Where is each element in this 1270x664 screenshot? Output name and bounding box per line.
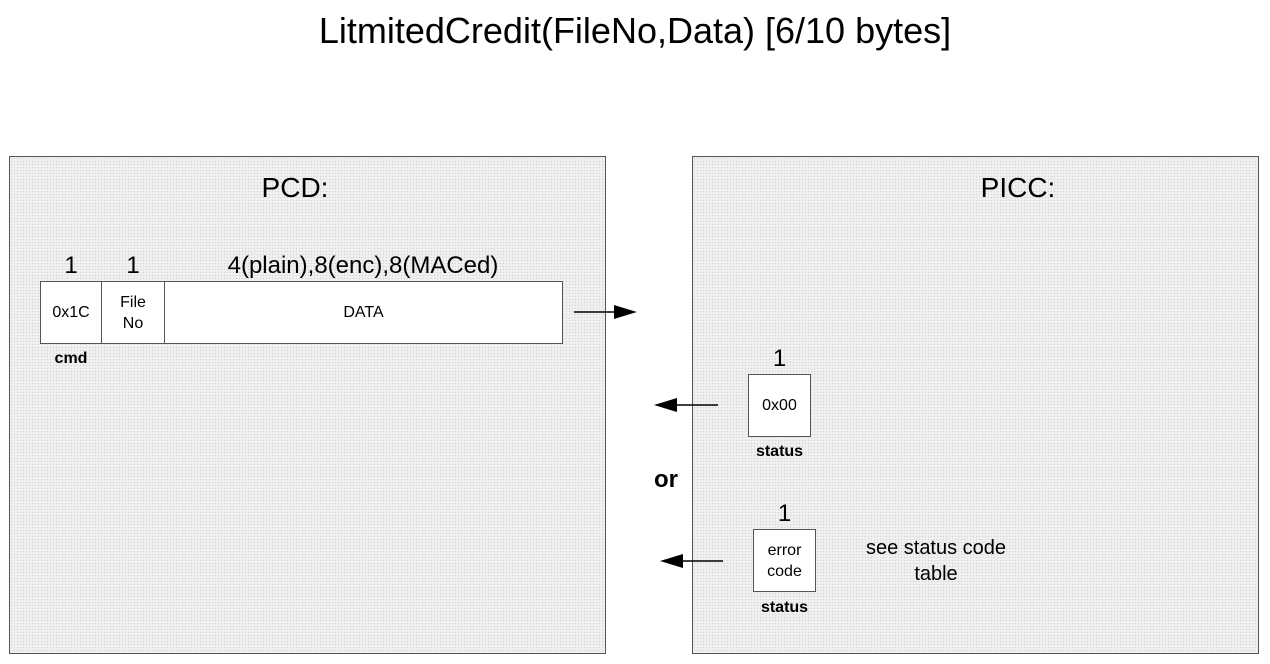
cmd-size-label: 1 (64, 252, 78, 279)
success-response-arrow (654, 398, 718, 412)
picc-title: PICC: (980, 172, 1056, 203)
cmd-caption: cmd (54, 350, 88, 367)
success-status-cell: 0x00 (748, 374, 811, 437)
fileno-line-1: File (120, 293, 146, 311)
fileno-cell: File No (102, 281, 165, 344)
cmd-byte-cell: 0x1C (40, 281, 102, 344)
status-code-note-line-1: see status code (865, 537, 1007, 559)
or-separator: or (654, 466, 678, 493)
status-code-note-line-2: table (914, 563, 958, 585)
error-response-arrow (660, 554, 723, 568)
success-status-caption: status (755, 443, 804, 460)
error-code-cell: error code (753, 529, 816, 592)
error-code-line-2: code (767, 562, 802, 580)
pcd-title: PCD: (261, 172, 329, 203)
error-status-caption: status (760, 599, 809, 616)
data-size-label: 4(plain),8(enc),8(MACed) (227, 252, 499, 279)
request-arrow (574, 305, 637, 319)
diagram-title: LitmitedCredit(FileNo,Data) [6/10 bytes] (318, 10, 952, 51)
cmd-byte-value: 0x1C (52, 304, 90, 321)
fileno-line-2: No (122, 314, 144, 332)
command-frame: 0x1C File No DATA (40, 281, 563, 344)
data-cell: DATA (165, 281, 563, 344)
fileno-size-label: 1 (126, 252, 140, 279)
status-code-note: see status code table (846, 535, 1026, 587)
error-size-label: 1 (777, 500, 792, 527)
data-field-label: DATA (343, 304, 384, 321)
pcd-panel (9, 156, 606, 654)
success-status-value: 0x00 (762, 397, 797, 414)
success-size-label: 1 (772, 345, 787, 372)
error-code-line-1: error (767, 541, 802, 559)
